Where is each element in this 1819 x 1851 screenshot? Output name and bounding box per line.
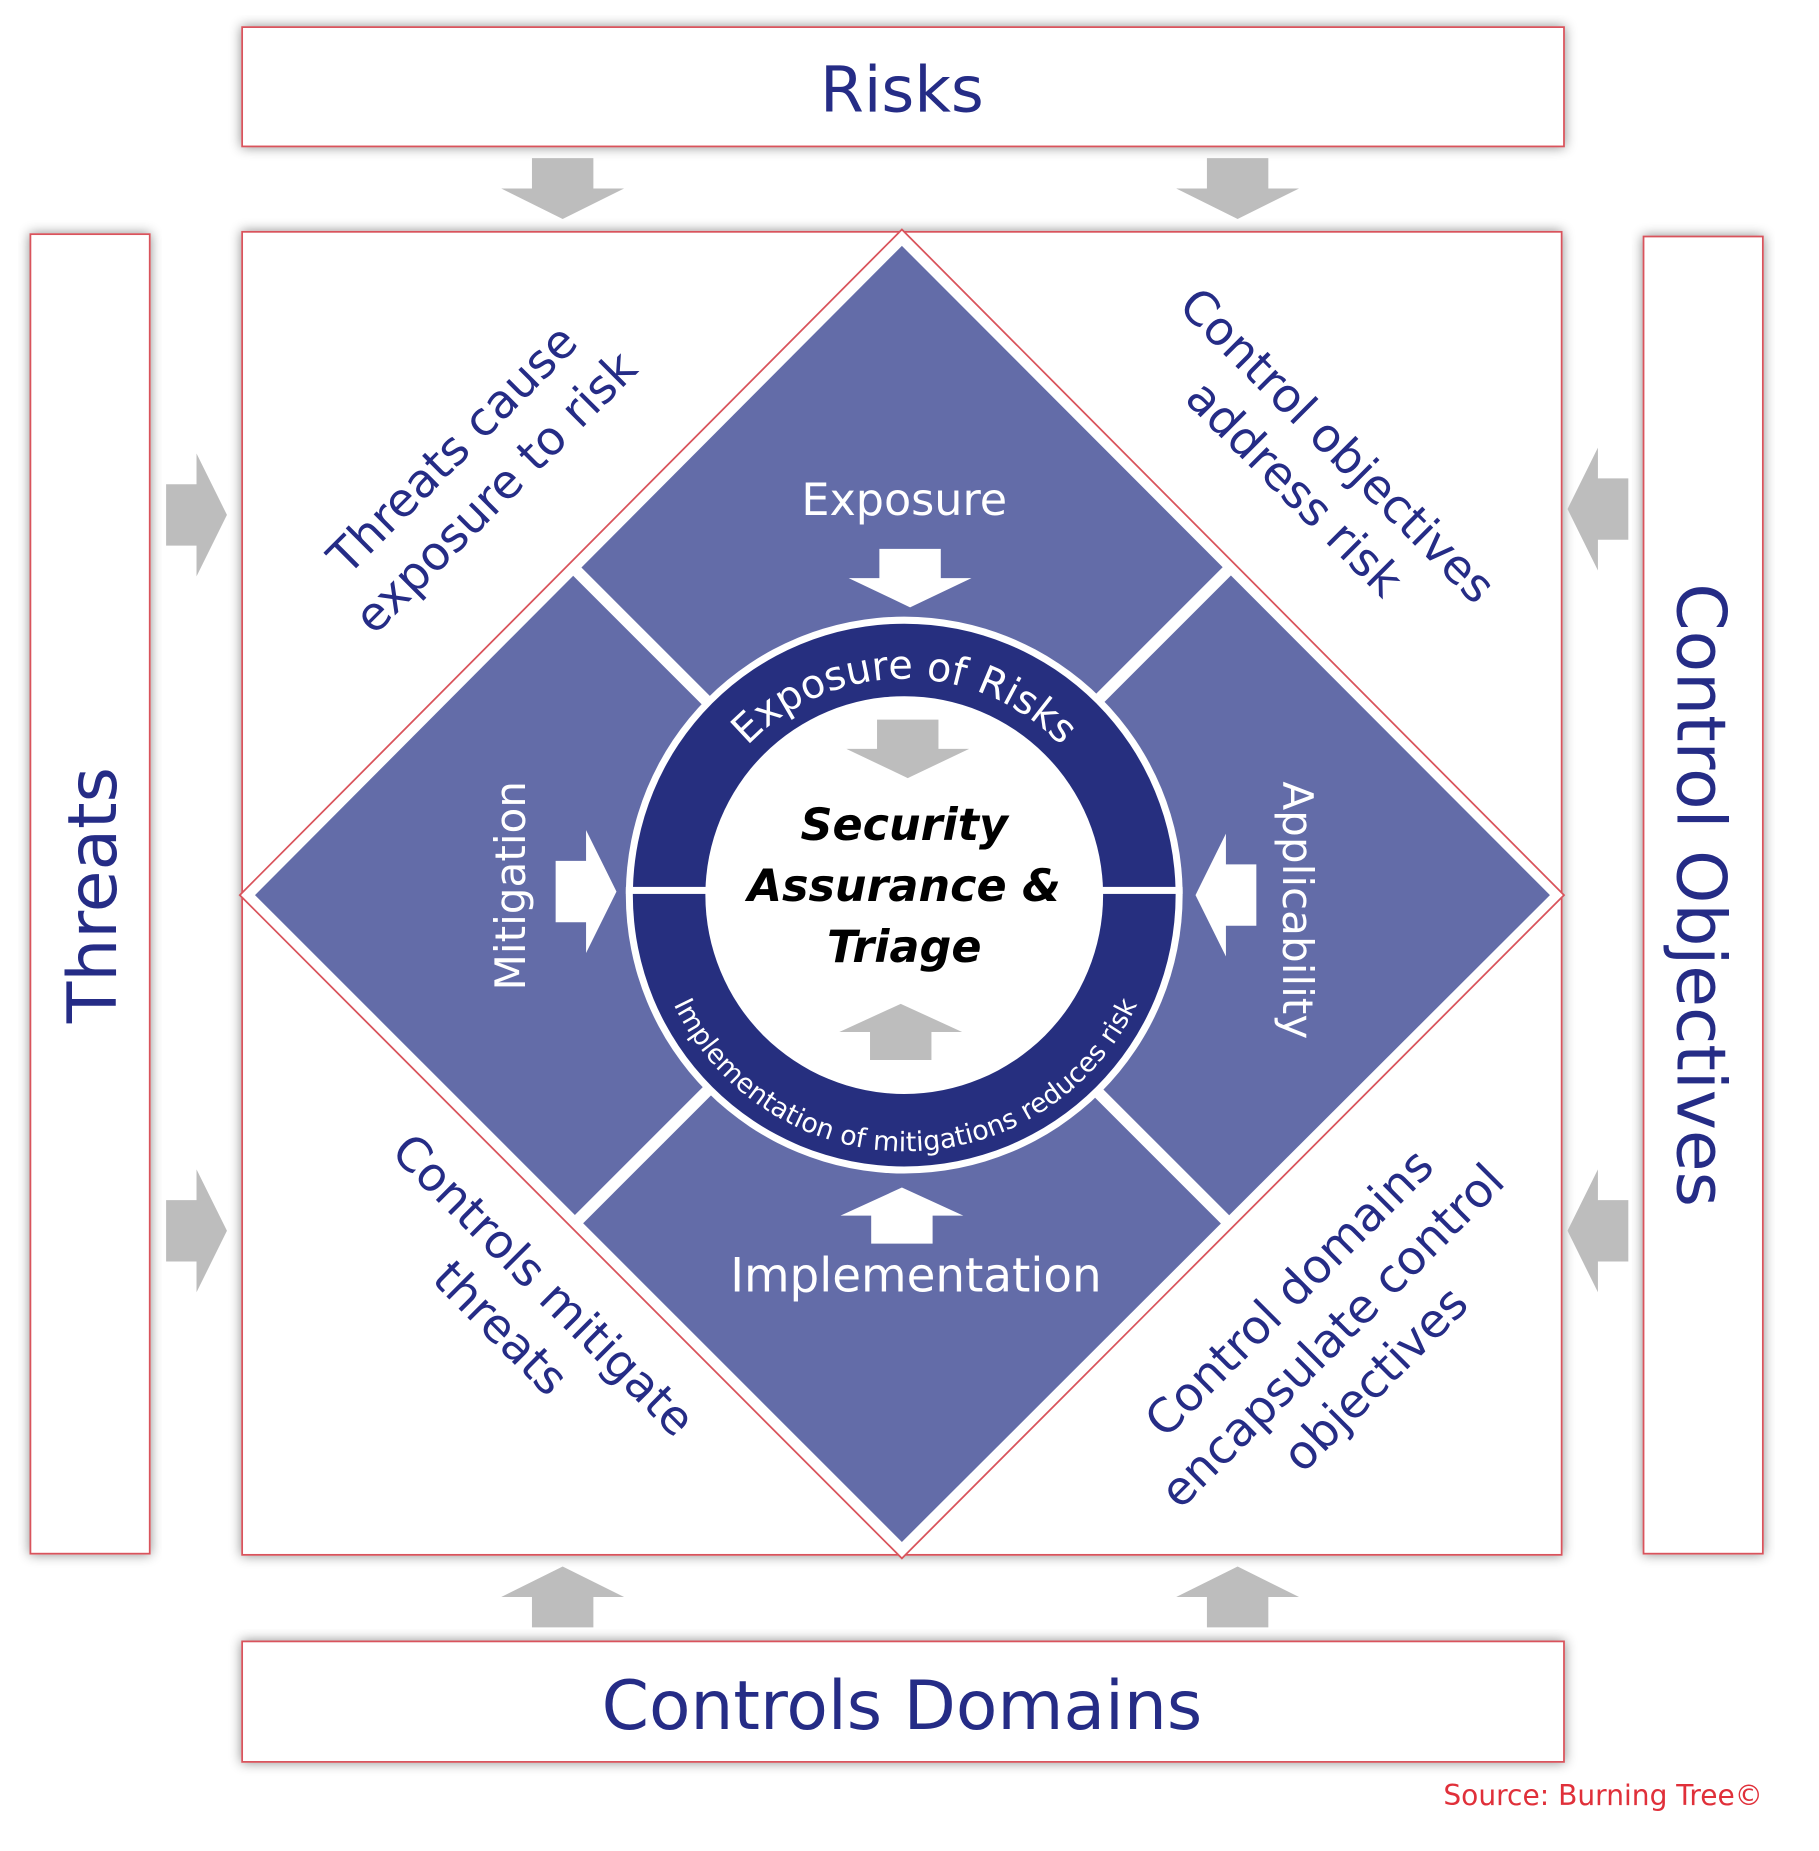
applicability-label: Applicability	[1273, 781, 1322, 1039]
controls-domains-box: Controls Domains	[241, 1640, 1565, 1763]
arrow-down-icon	[1176, 158, 1300, 219]
arrow-left-icon	[1567, 1169, 1629, 1293]
arrow-right-icon	[166, 1169, 227, 1293]
arrow-up-icon	[501, 1566, 625, 1628]
svg-text:Assurance &: Assurance &	[745, 861, 1061, 912]
mitigation-label: Mitigation	[486, 781, 535, 990]
arrow-up-icon	[839, 1003, 963, 1061]
arrow-left-icon	[1195, 833, 1257, 957]
arrow-down-icon	[848, 548, 972, 608]
arrow-up-icon	[840, 1187, 964, 1244]
arrow-down-icon	[846, 719, 970, 779]
threats-label: Threats	[53, 767, 132, 1024]
arrow-left-icon	[1567, 447, 1629, 571]
risks-box: Risks	[241, 26, 1565, 148]
arrow-down-icon	[501, 158, 625, 219]
arrow-up-icon	[1176, 1566, 1300, 1628]
risks-label: Risks	[820, 52, 984, 126]
source-label: Source: Burning Tree©	[1443, 1779, 1762, 1812]
svg-text:Triage: Triage	[827, 922, 982, 973]
center-title: Security Assurance & Triage	[745, 800, 1061, 973]
controls-domains-label: Controls Domains	[602, 1666, 1203, 1745]
implementation-label: Implementation	[730, 1250, 1101, 1304]
svg-text:Security: Security	[800, 800, 1010, 851]
exposure-label: Exposure	[801, 475, 1007, 526]
control-objectives-box: Control Objectives	[1642, 235, 1764, 1555]
threats-box: Threats	[29, 233, 151, 1555]
arrow-right-icon	[555, 830, 617, 953]
arrow-right-icon	[166, 453, 227, 577]
control-objectives-label: Control Objectives	[1661, 583, 1740, 1207]
